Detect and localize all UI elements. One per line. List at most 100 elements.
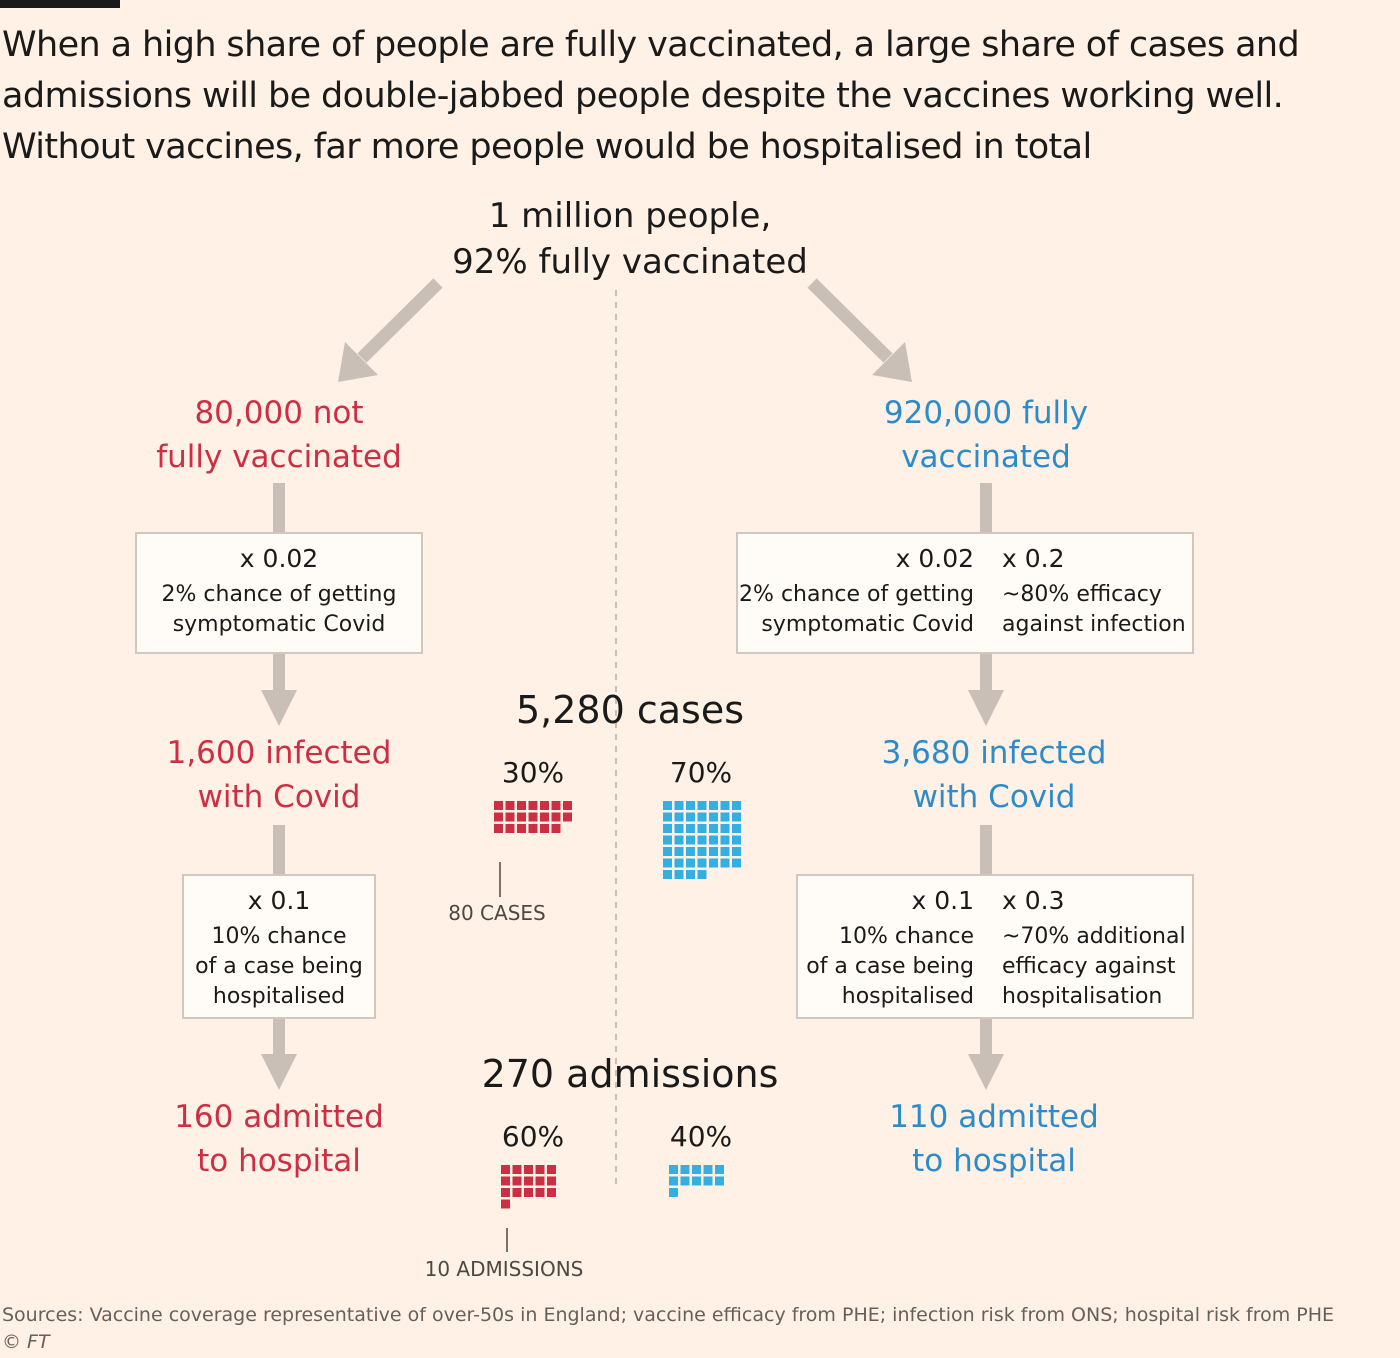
vaccinated-hospital-desc2: of a case being — [806, 954, 974, 979]
unvaccinated-group-line2: fully vaccinated — [156, 439, 402, 475]
vaccine-efficacy-multiplier: x 0.2 — [1002, 544, 1065, 573]
admission-square-unvaccinated — [547, 1165, 556, 1174]
admission-square-vaccinated — [669, 1176, 678, 1186]
admission-square-vaccinated — [703, 1176, 713, 1186]
admission-square-unvaccinated — [547, 1188, 556, 1197]
vaccinated-hospital-desc1: 10% chance — [839, 924, 974, 949]
case-square-vaccinated — [663, 801, 672, 810]
case-square-vaccinated — [697, 801, 707, 810]
vaccinated-infection-multiplier: x 0.02 — [895, 544, 974, 573]
unvaccinated-hospital-desc3: hospitalised — [212, 984, 346, 1009]
unvaccinated-hospital-box: x 0.1 10% chance of a case being hospita… — [182, 874, 376, 1019]
case-square-vaccinated — [663, 870, 672, 879]
case-square-vaccinated — [732, 824, 741, 833]
case-square-vaccinated — [720, 824, 730, 833]
vaccinated-admitted-node: 110 admitted to hospital — [844, 1095, 1144, 1183]
cases-vaccinated-waffle — [663, 801, 741, 879]
case-square-vaccinated — [697, 870, 707, 879]
arrow-to-unvaccinated — [338, 278, 443, 382]
vaccinated-hospital-box: x 0.1 10% chance of a case being hospita… — [796, 874, 1194, 1019]
footer-sources: Sources: Vaccine coverage representative… — [2, 1304, 1335, 1326]
case-square-vaccinated — [732, 812, 741, 822]
case-square-vaccinated — [686, 835, 695, 845]
cases-total: 5,280 cases — [515, 688, 745, 732]
case-square-vaccinated — [686, 847, 695, 856]
case-square-vaccinated — [674, 835, 684, 845]
hospital-efficacy-desc3: hospitalisation — [1002, 984, 1163, 1009]
case-square-vaccinated — [686, 812, 695, 822]
vaccinated-admitted-line2: to hospital — [912, 1143, 1076, 1179]
vaccinated-group-line1: 920,000 fully — [883, 395, 1089, 431]
admission-square-unvaccinated — [535, 1176, 545, 1186]
case-square-unvaccinated — [505, 824, 515, 833]
admission-square-unvaccinated — [524, 1188, 533, 1197]
admission-square-unvaccinated — [501, 1188, 510, 1197]
admission-square-unvaccinated — [501, 1199, 510, 1209]
case-square-vaccinated — [732, 835, 741, 845]
case-square-vaccinated — [732, 858, 741, 868]
case-square-unvaccinated — [551, 812, 561, 822]
case-square-vaccinated — [686, 870, 695, 879]
case-square-vaccinated — [674, 812, 684, 822]
case-square-unvaccinated — [528, 812, 538, 822]
case-square-vaccinated — [709, 835, 718, 845]
unvaccinated-group-node: 80,000 not fully vaccinated — [129, 391, 429, 479]
vaccinated-infection-desc1: 2% chance of getting — [739, 582, 974, 607]
case-square-vaccinated — [720, 801, 730, 810]
case-square-vaccinated — [686, 824, 695, 833]
vaccinated-infected-line2: with Covid — [912, 779, 1076, 815]
admission-square-vaccinated — [692, 1176, 701, 1186]
admissions-vaccinated-pct: 40% — [669, 1120, 733, 1153]
unvaccinated-infected-line1: 1,600 infected — [166, 735, 392, 771]
admission-square-vaccinated — [669, 1188, 678, 1197]
case-square-unvaccinated — [517, 801, 526, 810]
cases-unvaccinated-pct: 30% — [501, 756, 565, 789]
case-square-vaccinated — [709, 847, 718, 856]
admission-square-unvaccinated — [512, 1176, 522, 1186]
case-square-vaccinated — [674, 847, 684, 856]
admission-square-vaccinated — [669, 1165, 678, 1174]
case-square-vaccinated — [697, 812, 707, 822]
case-square-vaccinated — [663, 847, 672, 856]
case-square-vaccinated — [697, 835, 707, 845]
case-square-vaccinated — [674, 824, 684, 833]
case-square-unvaccinated — [540, 801, 549, 810]
case-square-vaccinated — [663, 824, 672, 833]
unvaccinated-infection-multiplier: x 0.02 — [239, 544, 319, 573]
case-square-unvaccinated — [494, 824, 503, 833]
arrow-to-vaccinated — [807, 278, 912, 382]
case-square-unvaccinated — [517, 824, 526, 833]
unvaccinated-admitted-node: 160 admitted to hospital — [129, 1095, 429, 1183]
vaccinated-admitted-line1: 110 admitted — [889, 1099, 1099, 1135]
case-square-vaccinated — [697, 847, 707, 856]
footer-credit: © FT — [2, 1331, 50, 1353]
vaccine-efficacy-desc2: against infection — [1002, 612, 1186, 637]
case-square-vaccinated — [720, 835, 730, 845]
admission-square-unvaccinated — [501, 1176, 510, 1186]
cases-vaccinated-pct: 70% — [669, 756, 733, 789]
cases-unit-note: 80 CASES — [448, 901, 546, 925]
admissions-unit-note: 10 ADMISSIONS — [424, 1257, 584, 1281]
vaccinated-infection-desc2: symptomatic Covid — [761, 612, 974, 637]
case-square-unvaccinated — [505, 812, 515, 822]
admission-square-vaccinated — [703, 1165, 713, 1174]
admission-square-unvaccinated — [535, 1165, 545, 1174]
unvaccinated-infection-desc2: symptomatic Covid — [172, 612, 386, 637]
vaccinated-infected-node: 3,680 infected with Covid — [844, 731, 1144, 819]
unvaccinated-admitted-line1: 160 admitted — [174, 1099, 384, 1135]
case-square-vaccinated — [709, 801, 718, 810]
case-square-vaccinated — [720, 858, 730, 868]
case-square-unvaccinated — [551, 801, 561, 810]
hospital-efficacy-desc1: ~70% additional — [1002, 924, 1186, 949]
case-square-vaccinated — [686, 858, 695, 868]
case-square-unvaccinated — [563, 801, 572, 810]
case-square-vaccinated — [720, 812, 730, 822]
unvaccinated-infected-line2: with Covid — [197, 779, 361, 815]
brand-bar — [0, 0, 120, 8]
cases-unvaccinated-waffle — [494, 801, 572, 833]
vaccinated-hospital-desc3: hospitalised — [841, 984, 974, 1009]
case-square-vaccinated — [674, 858, 684, 868]
case-square-vaccinated — [663, 812, 672, 822]
case-square-vaccinated — [663, 858, 672, 868]
case-square-vaccinated — [674, 870, 684, 879]
